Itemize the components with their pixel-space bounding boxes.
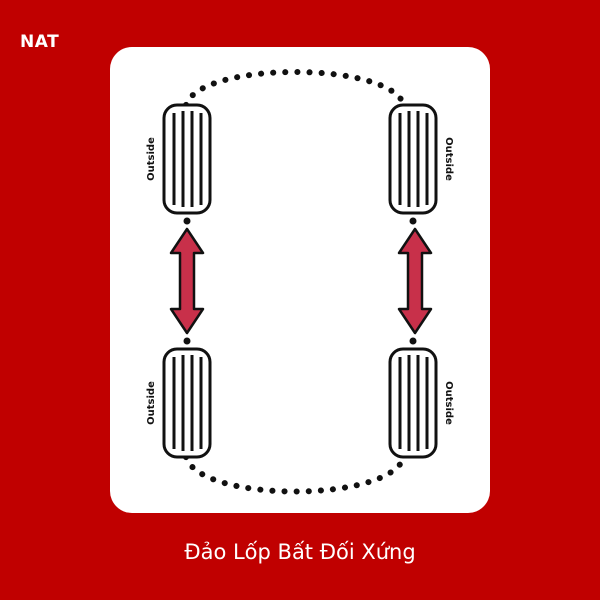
brand-logo-text: NAT — [20, 32, 60, 52]
connector-dot-left-top — [183, 217, 191, 225]
tire-label-rear-right: Outside — [443, 381, 454, 425]
double-arrow-left-icon — [169, 227, 205, 335]
diagram-caption: Đảo Lốp Bất Đối Xứng — [184, 540, 416, 564]
dotted-path-bottom — [183, 454, 407, 495]
tire-label-rear-left: Outside — [146, 381, 157, 425]
tire-front-right: Outside — [388, 103, 454, 215]
tire-rear-left: Outside — [146, 347, 212, 459]
tire-front-left: Outside — [146, 103, 212, 215]
rotation-diagram-card: Outside Outside Outside — [110, 47, 490, 513]
tire-label-front-right: Outside — [443, 137, 454, 181]
connector-dot-right-bottom — [409, 337, 417, 345]
tire-rear-right: Outside — [388, 347, 454, 459]
connector-dot-right-top — [409, 217, 417, 225]
rotation-diagram: Outside Outside Outside — [146, 69, 454, 495]
dotted-path-top — [183, 69, 407, 108]
connector-dot-left-bottom — [183, 337, 191, 345]
tire-label-front-left: Outside — [146, 137, 157, 181]
double-arrow-right-icon — [397, 227, 433, 335]
